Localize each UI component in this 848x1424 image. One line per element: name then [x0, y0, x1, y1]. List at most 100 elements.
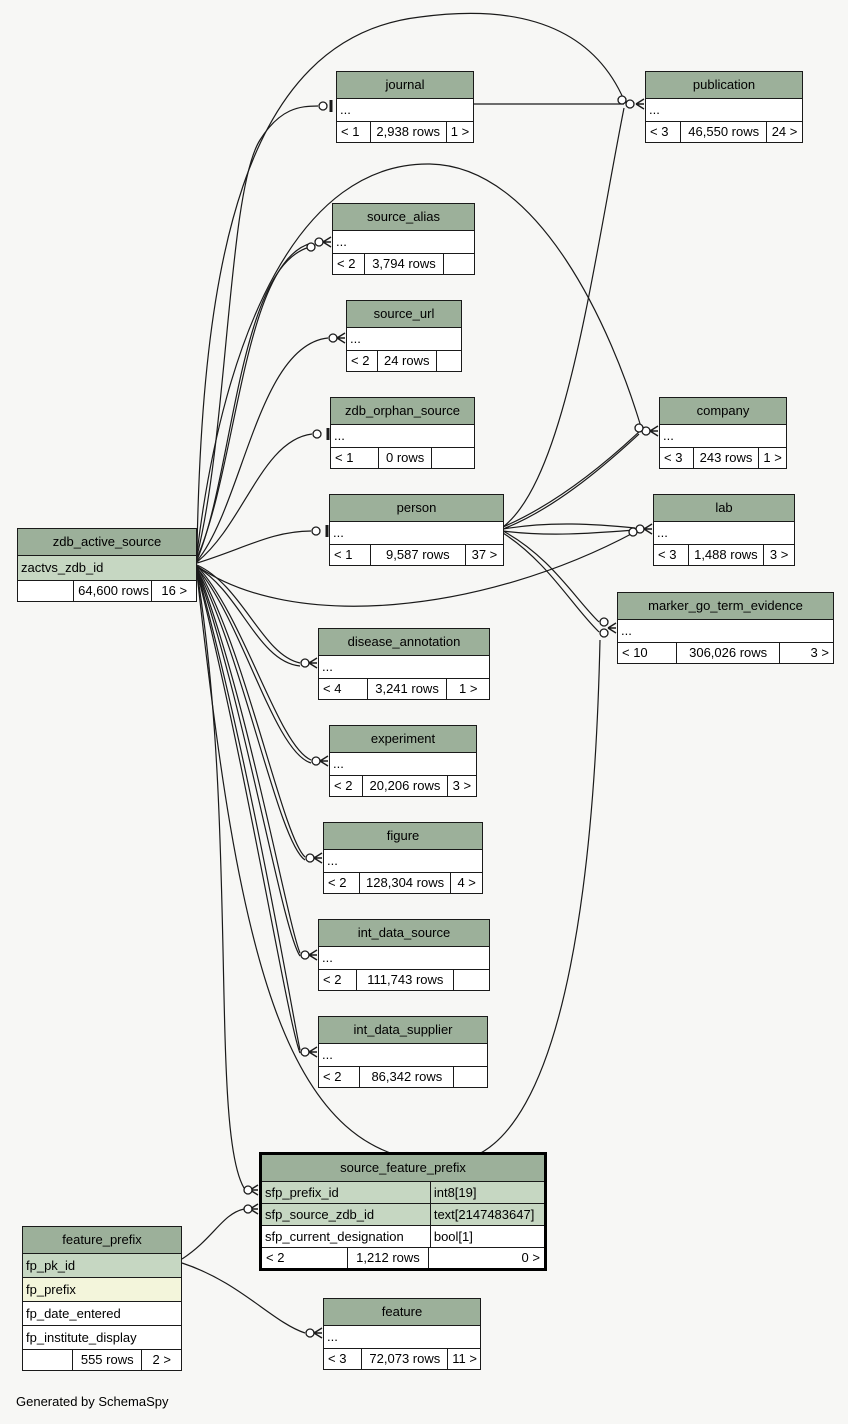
table-name-feature[interactable]: feature	[324, 1299, 480, 1326]
table-name-zdb_active_source[interactable]: zdb_active_source	[18, 529, 196, 556]
relationship-edge	[196, 531, 636, 607]
relationship-edge	[502, 429, 642, 528]
crows-foot-icon	[308, 1046, 318, 1058]
column-row: fp_institute_display	[23, 1326, 181, 1350]
row-count: 0 rows	[378, 448, 431, 468]
relationship-edge	[196, 12, 625, 551]
table-name-source_alias[interactable]: source_alias	[333, 204, 474, 231]
table-name-person[interactable]: person	[330, 495, 503, 522]
column-row: ...	[646, 99, 802, 122]
crows-foot-icon	[322, 236, 332, 248]
child-count: 1 >	[758, 448, 786, 468]
column-row: ...	[618, 620, 833, 643]
crows-foot-icon	[308, 949, 318, 961]
relationship-edge	[502, 107, 625, 528]
cardinality-zero-icon	[311, 526, 321, 536]
column-row: fp_date_entered	[23, 1302, 181, 1326]
row-count: 306,026 rows	[676, 643, 779, 663]
table-name-lab[interactable]: lab	[654, 495, 794, 522]
relationship-edge	[502, 433, 640, 530]
table-name-source_feature_prefix[interactable]: source_feature_prefix	[262, 1155, 544, 1182]
relationship-edge	[196, 569, 301, 957]
column-row: ...	[324, 850, 482, 873]
column-name: sfp_prefix_id	[265, 1185, 339, 1200]
relationship-edge	[196, 571, 245, 1189]
child-count	[431, 448, 474, 468]
row-count: 72,073 rows	[361, 1349, 447, 1369]
child-count	[435, 351, 461, 371]
column-name: ...	[333, 525, 344, 540]
table-name-figure[interactable]: figure	[324, 823, 482, 850]
parent-count: < 3	[650, 124, 669, 139]
column-row: ...	[319, 656, 489, 679]
row-count: 24 rows	[376, 351, 436, 371]
child-count	[442, 254, 474, 274]
table-name-company[interactable]: company	[660, 398, 786, 425]
table-name-zdb_orphan_source[interactable]: zdb_orphan_source	[331, 398, 474, 425]
relationship-edge	[196, 566, 306, 858]
relationship-edge	[502, 530, 600, 623]
row-count: 3,241 rows	[366, 679, 447, 699]
child-count	[453, 970, 489, 990]
relationship-edge	[196, 567, 312, 764]
column-type: text[2147483647]	[429, 1204, 544, 1225]
table-name-disease_annotation[interactable]: disease_annotation	[319, 629, 489, 656]
cardinality-zero-icon	[312, 429, 322, 439]
parent-count: < 3	[664, 450, 683, 465]
table-name-feature_prefix[interactable]: feature_prefix	[23, 1227, 181, 1254]
child-count: 24 >	[766, 122, 802, 142]
relationship-edge	[196, 433, 313, 563]
row-count: 9,587 rows	[369, 545, 465, 565]
child-count: 4 >	[450, 873, 482, 893]
column-name: sfp_source_zdb_id	[265, 1207, 375, 1222]
child-count: 2 >	[141, 1350, 181, 1370]
table-name-journal[interactable]: journal	[337, 72, 473, 99]
relationship-edge	[196, 566, 301, 667]
cardinality-zero-icon	[243, 1185, 253, 1195]
column-name: ...	[350, 331, 361, 346]
relationship-edge	[196, 530, 312, 564]
relationship-edge	[196, 242, 313, 559]
table-name-publication[interactable]: publication	[646, 72, 802, 99]
column-row: sfp_source_zdb_id text[2147483647]	[262, 1204, 544, 1226]
table-name-int_data_supplier[interactable]: int_data_supplier	[319, 1017, 487, 1044]
crows-foot-icon	[313, 1327, 323, 1339]
column-row: ...	[324, 1326, 480, 1349]
parent-count: < 2	[334, 778, 353, 793]
cardinality-zero-icon	[300, 658, 310, 668]
column-name: ...	[334, 428, 345, 443]
column-name: ...	[333, 756, 344, 771]
table-name-source_url[interactable]: source_url	[347, 301, 461, 328]
relationship-edge	[196, 568, 306, 861]
parent-count: < 10	[622, 645, 648, 660]
table-name-int_data_source[interactable]: int_data_source	[319, 920, 489, 947]
column-name: fp_institute_display	[26, 1330, 137, 1345]
column-name: ...	[340, 102, 351, 117]
table-name-experiment[interactable]: experiment	[330, 726, 476, 753]
child-count: 0 >	[428, 1248, 544, 1268]
column-row: ...	[330, 753, 476, 776]
row-count: 20,206 rows	[362, 776, 447, 796]
crows-foot-icon	[635, 98, 645, 110]
table-name-marker_go_term_evidence[interactable]: marker_go_term_evidence	[618, 593, 833, 620]
row-count: 3,794 rows	[364, 254, 443, 274]
cardinality-zero-icon	[243, 1204, 253, 1214]
child-count: 11 >	[447, 1349, 480, 1369]
column-row: ...	[654, 522, 794, 545]
cardinality-zero-icon	[599, 628, 609, 638]
